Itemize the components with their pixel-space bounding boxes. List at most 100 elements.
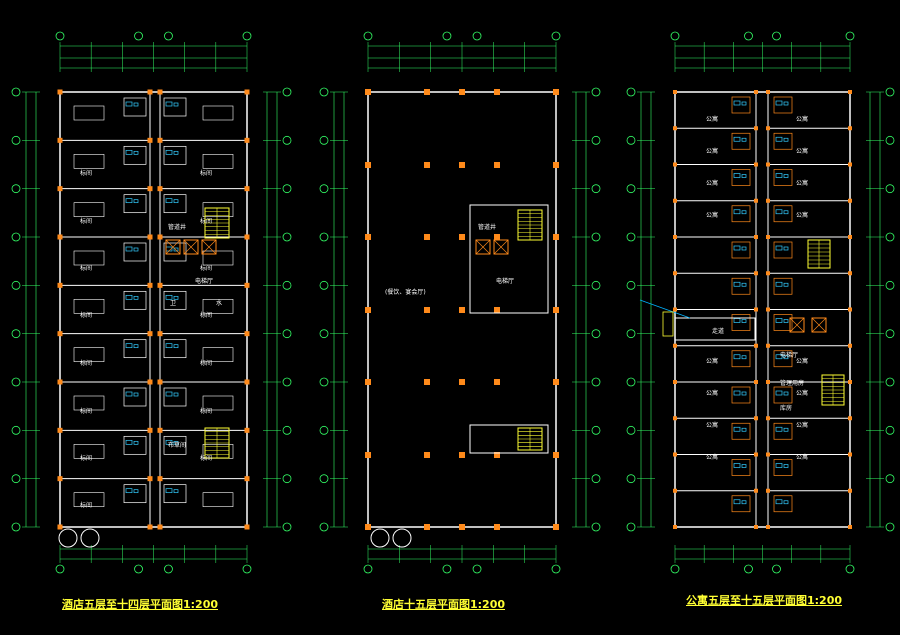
structural-column (157, 137, 163, 143)
room-label-apartment: 公寓 (796, 358, 809, 365)
structural-column (766, 488, 770, 493)
structural-column (766, 126, 770, 131)
structural-column (754, 380, 758, 384)
bath-fixture (133, 247, 139, 252)
structural-column (147, 379, 153, 385)
axis-bubble (319, 280, 329, 290)
axis-bubble (11, 377, 21, 387)
structural-column (57, 234, 63, 240)
bath-fixture (775, 100, 783, 106)
elevator-cross (475, 239, 491, 255)
room-label-corridor: 走道 (712, 328, 725, 335)
elevator-cross (183, 239, 199, 255)
axis-bubble (591, 280, 601, 290)
axis-bubble (626, 280, 636, 290)
structural-column (157, 234, 163, 240)
structural-column (494, 379, 500, 385)
bed (73, 105, 105, 121)
bath-fixture (783, 500, 789, 505)
bath-fixture (133, 102, 139, 107)
structural-column (553, 524, 559, 530)
elevator-cross (493, 239, 509, 255)
axis-bubble (551, 31, 561, 41)
bathroom (123, 242, 147, 262)
structural-column (147, 186, 153, 192)
axis-bubble (591, 87, 601, 97)
axis-bubble (11, 87, 21, 97)
bed (202, 299, 234, 314)
unit-bath (731, 459, 751, 476)
room-label-standard: 标间 (200, 360, 213, 367)
structural-column (673, 343, 677, 348)
structural-column (754, 271, 758, 276)
bath-fixture (783, 391, 789, 396)
structural-column (147, 524, 153, 530)
axis-bubble (363, 564, 373, 574)
structural-column (673, 271, 677, 276)
room-label-apartment: 公寓 (796, 148, 809, 155)
room-label-apartment: 公寓 (706, 148, 719, 155)
bath-fixture (125, 488, 133, 494)
axis-bubble (11, 280, 21, 290)
structural-column (754, 343, 758, 348)
bath-fixture (783, 282, 789, 287)
structural-column (553, 162, 559, 168)
structural-column (365, 379, 371, 385)
room-label-apartment: 公寓 (706, 180, 719, 187)
structural-column (157, 379, 163, 385)
structural-column (848, 90, 852, 94)
bath-fixture (741, 391, 747, 396)
room-label-storage: 库房 (780, 405, 793, 412)
structural-column (766, 307, 770, 312)
structural-column (766, 90, 770, 94)
structural-column (424, 234, 430, 240)
axis-bubble (282, 329, 292, 339)
bay-window (392, 528, 412, 548)
axis-bubble (626, 87, 636, 97)
structural-column (766, 235, 770, 239)
bath-fixture (741, 355, 747, 360)
axis-bubble (626, 474, 636, 484)
elevator-cross (811, 317, 827, 333)
room-label-wc: 卫 (170, 300, 177, 307)
room-label-apartment: 公寓 (706, 212, 719, 219)
bath-fixture (783, 210, 789, 215)
bed (73, 347, 105, 362)
axis-bubble (626, 232, 636, 242)
axis-bubble (591, 425, 601, 435)
structural-column (553, 89, 559, 95)
structural-column (754, 235, 758, 239)
exterior-stair (662, 311, 674, 337)
room-label-apartment: 公寓 (706, 116, 719, 123)
structural-column (57, 137, 63, 143)
bath-fixture (733, 390, 741, 396)
room-label-apartment: 公寓 (706, 454, 719, 461)
structural-column (848, 380, 852, 384)
bathroom (163, 194, 187, 214)
bath-fixture (173, 392, 179, 397)
bath-fixture (165, 294, 173, 300)
structural-column (365, 89, 371, 95)
structural-column (244, 137, 250, 143)
structural-column (157, 282, 163, 288)
axis-bubble (242, 564, 252, 574)
bathroom (163, 97, 187, 117)
room-label-elevator-hall: 电梯厅 (496, 278, 515, 285)
structural-column (424, 162, 430, 168)
bathroom (123, 145, 147, 165)
axis-bubble (134, 564, 143, 574)
bath-fixture (775, 354, 783, 360)
room-label-apartment: 公寓 (706, 422, 719, 429)
bath-fixture (741, 427, 747, 432)
room-label-standard: 标间 (80, 502, 93, 509)
axis-bubble (885, 232, 895, 242)
axis-bubble (282, 184, 292, 194)
bath-fixture (165, 343, 173, 349)
bath-fixture (173, 150, 179, 155)
bath-fixture (775, 136, 783, 142)
structural-column (57, 282, 63, 288)
bath-fixture (733, 499, 741, 505)
bath-fixture (783, 174, 789, 178)
structural-column (673, 416, 677, 421)
axis-bubble (626, 135, 636, 145)
